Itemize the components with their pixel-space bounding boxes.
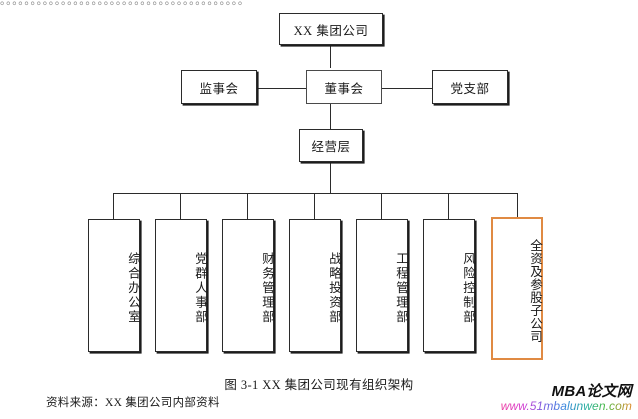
node-label: 党群人事部 [193,252,207,325]
node-label: 财务管理部 [260,252,274,325]
node-label: 综合办公室 [126,252,140,325]
connector-drop-5 [381,193,382,219]
node-supervisory-board[interactable]: 监事会 [181,70,257,104]
connector-management-to-bus [330,162,331,193]
connector-board-to-party [382,88,432,89]
connector-drop-2 [180,193,181,219]
node-label: 党支部 [450,81,490,96]
connector-board-to-management [330,104,331,129]
node-subsidiaries-highlighted[interactable]: 全资及参股子公司 [491,217,543,360]
node-label: 风险控制部 [461,252,475,325]
node-general-office[interactable]: 综合办公室 [88,219,140,352]
watermark-url: www.51mbalunwen.com [500,399,632,414]
watermark: MBA论文网 www.51mbalunwen.com [501,383,632,414]
watermark-title: MBA论文网 [551,383,632,400]
connector-supervisor-to-board [255,88,309,89]
figure-source: 资料来源：XX 集团公司内部资料 [46,397,220,409]
connector-drop-7 [517,193,518,219]
node-label: XX 集团公司 [293,23,369,38]
cut-off-header-text: 。。。。。。。。。。。。。。。。。。。。。。。。。。。。。。。。。。。。。。。。 [0,0,250,6]
node-management-layer[interactable]: 经营层 [299,129,363,162]
node-label: 战略投资部 [327,252,341,325]
node-root-group-company[interactable]: XX 集团公司 [279,13,383,45]
node-finance-department[interactable]: 财务管理部 [222,219,274,352]
node-risk-control-department[interactable]: 风险控制部 [423,219,475,352]
node-strategic-investment-department[interactable]: 战略投资部 [289,219,341,352]
node-label: 工程管理部 [394,252,408,325]
node-party-branch[interactable]: 党支部 [432,70,508,104]
node-board-of-directors[interactable]: 董事会 [306,70,382,104]
connector-department-bus [113,193,517,194]
node-label: 全资及参股子公司 [528,238,542,343]
node-label: 董事会 [324,81,364,96]
connector-drop-3 [247,193,248,219]
node-label: 监事会 [199,81,239,96]
connector-drop-4 [314,193,315,219]
connector-drop-6 [448,193,449,219]
connector-drop-1 [113,193,114,219]
node-party-hr-department[interactable]: 党群人事部 [155,219,207,352]
connector-root-to-board [330,45,331,68]
figure-caption: 图 3-1 XX 集团公司现有组织架构 [224,378,414,392]
node-label: 经营层 [311,140,351,154]
node-engineering-department[interactable]: 工程管理部 [356,219,408,352]
